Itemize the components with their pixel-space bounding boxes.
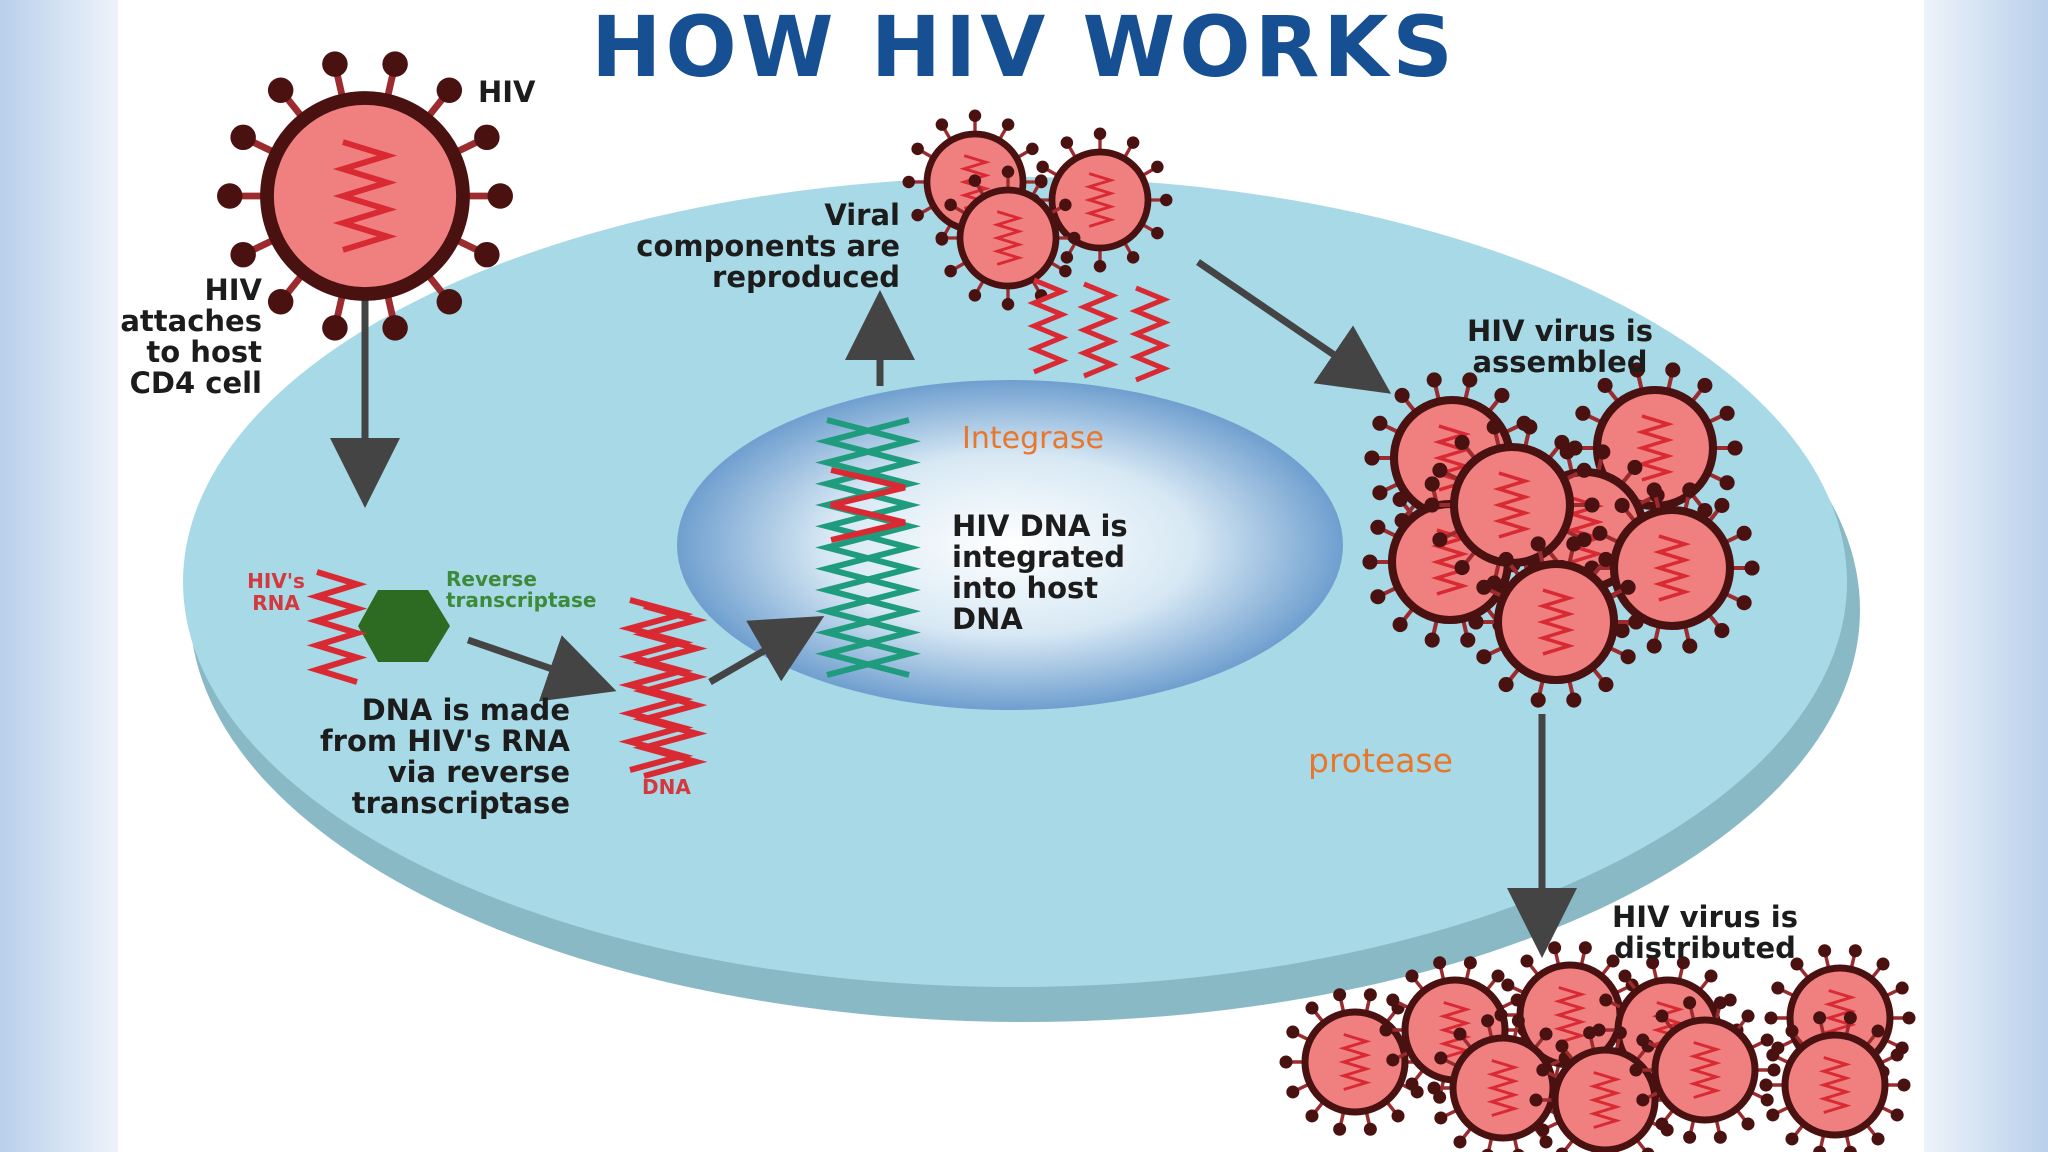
left-background-strip xyxy=(0,0,118,1152)
label-hiv-rna-line: HIV's xyxy=(247,569,305,593)
reproduced-rna-strand xyxy=(1077,281,1119,379)
arrow-to-dna xyxy=(466,635,617,702)
label-dna-made: DNA is made from HIV's RNA via reverse t… xyxy=(270,695,570,819)
reproduced-rna-strand xyxy=(1129,285,1171,383)
label-attaches-line: CD4 cell xyxy=(129,366,262,400)
label-integrated-line: DNA xyxy=(952,602,1023,636)
host-dna-strand xyxy=(815,417,921,678)
label-hiv: HIV xyxy=(478,75,536,109)
hiv-virion xyxy=(1584,482,1760,654)
reverse-transcriptase-enzyme xyxy=(358,590,450,662)
annotation-protease: protease xyxy=(1308,741,1453,780)
label-distributed-line: HIV virus is xyxy=(1612,900,1798,934)
label-dna-made-line: DNA is made xyxy=(361,693,570,727)
label-viral-line: components are xyxy=(636,229,900,263)
label-dna: DNA xyxy=(642,775,691,799)
label-rt-line: transcriptase xyxy=(446,588,597,612)
label-dna-made-line: transcriptase xyxy=(351,786,570,820)
label-integrated-line: HIV DNA is xyxy=(952,509,1128,543)
viral-dna-strand xyxy=(632,603,708,779)
label-assembled-line: assembled xyxy=(1472,345,1648,379)
hiv-rna-strand xyxy=(306,569,368,685)
label-attaches-line: attaches xyxy=(120,304,262,338)
hiv-virion xyxy=(1279,988,1431,1136)
label-integrated: HIV DNA is integrated into host DNA xyxy=(952,511,1128,635)
label-attaches-line: HIV xyxy=(204,273,262,307)
label-viral-components: Viral components are reproduced xyxy=(600,200,900,293)
hiv-virion xyxy=(1468,536,1644,708)
label-integrated-line: into host xyxy=(952,571,1099,605)
right-background-strip xyxy=(1924,0,2048,1152)
label-reverse-transcriptase: Reverse transcriptase xyxy=(446,569,596,611)
label-attaches-line: to host xyxy=(146,335,262,369)
hiv-virion xyxy=(1427,1014,1579,1152)
annotation-integrase: Integrase xyxy=(962,421,1104,456)
hiv-virion xyxy=(1759,1011,1911,1152)
page-title: HOW HIV WORKS xyxy=(591,0,1457,96)
label-assembled: HIV virus is assembled xyxy=(1440,316,1680,378)
label-integrated-line: integrated xyxy=(952,540,1126,574)
label-hiv-rna: HIV's RNA xyxy=(236,570,316,614)
host-dna-strand xyxy=(815,417,921,678)
reproduced-rna-strand xyxy=(1027,277,1069,375)
hiv-virion xyxy=(1629,996,1781,1144)
label-distributed-line: distributed xyxy=(1614,931,1796,965)
label-viral-line: reproduced xyxy=(712,260,900,294)
viral-dna-strand xyxy=(618,597,694,773)
label-assembled-line: HIV virus is xyxy=(1467,314,1653,348)
label-hiv-rna-line: RNA xyxy=(252,591,300,615)
arrow-to-nucleus xyxy=(708,615,825,686)
label-attaches: HIV attaches to host CD4 cell xyxy=(98,275,262,399)
label-viral-line: Viral xyxy=(824,198,900,232)
arrow-to-assembly xyxy=(1196,259,1392,394)
label-dna-made-line: from HIV's RNA xyxy=(320,724,570,758)
label-dna-made-line: via reverse xyxy=(387,755,570,789)
label-distributed: HIV virus is distributed xyxy=(1585,902,1825,964)
label-rt-line: Reverse xyxy=(446,567,537,591)
hiv-virion xyxy=(217,51,513,341)
hiv-virion xyxy=(935,165,1081,311)
integrated-viral-dna xyxy=(830,467,906,543)
